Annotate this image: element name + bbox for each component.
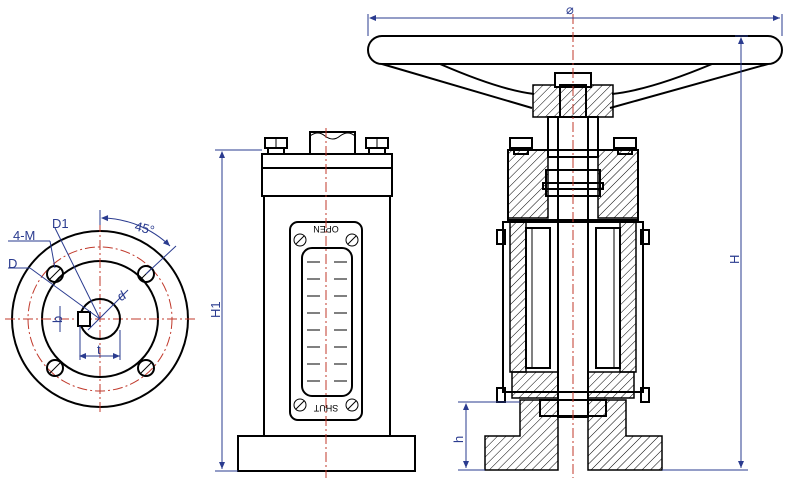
diameter-label: ⌀ xyxy=(566,2,574,17)
key-width-label: b xyxy=(50,316,65,323)
section-view: ⌀ H h xyxy=(367,2,783,478)
flange-top-view: 45° 4-M D1 D b d t xyxy=(5,210,196,414)
bolt-hole-3 xyxy=(46,359,64,377)
outer-diameter-label: D xyxy=(8,256,17,271)
front-view: OPEN SHUT H1 xyxy=(208,128,416,478)
bolt-hole-1 xyxy=(46,265,64,283)
bolt-hole-4 xyxy=(137,359,155,377)
height1-label: H1 xyxy=(208,301,223,318)
height-label: H xyxy=(727,255,742,264)
height-small-label: h xyxy=(451,436,466,443)
pitch-circle-label: D1 xyxy=(52,216,69,231)
top-bolt-left xyxy=(264,137,288,155)
window-open-label: OPEN xyxy=(313,224,339,234)
angle-label: 45° xyxy=(133,218,156,238)
gauge-ticks xyxy=(307,261,347,382)
key-depth-label: t xyxy=(97,342,101,357)
top-bolt-right xyxy=(365,137,389,155)
bolt-holes-label: 4-M xyxy=(13,228,35,243)
